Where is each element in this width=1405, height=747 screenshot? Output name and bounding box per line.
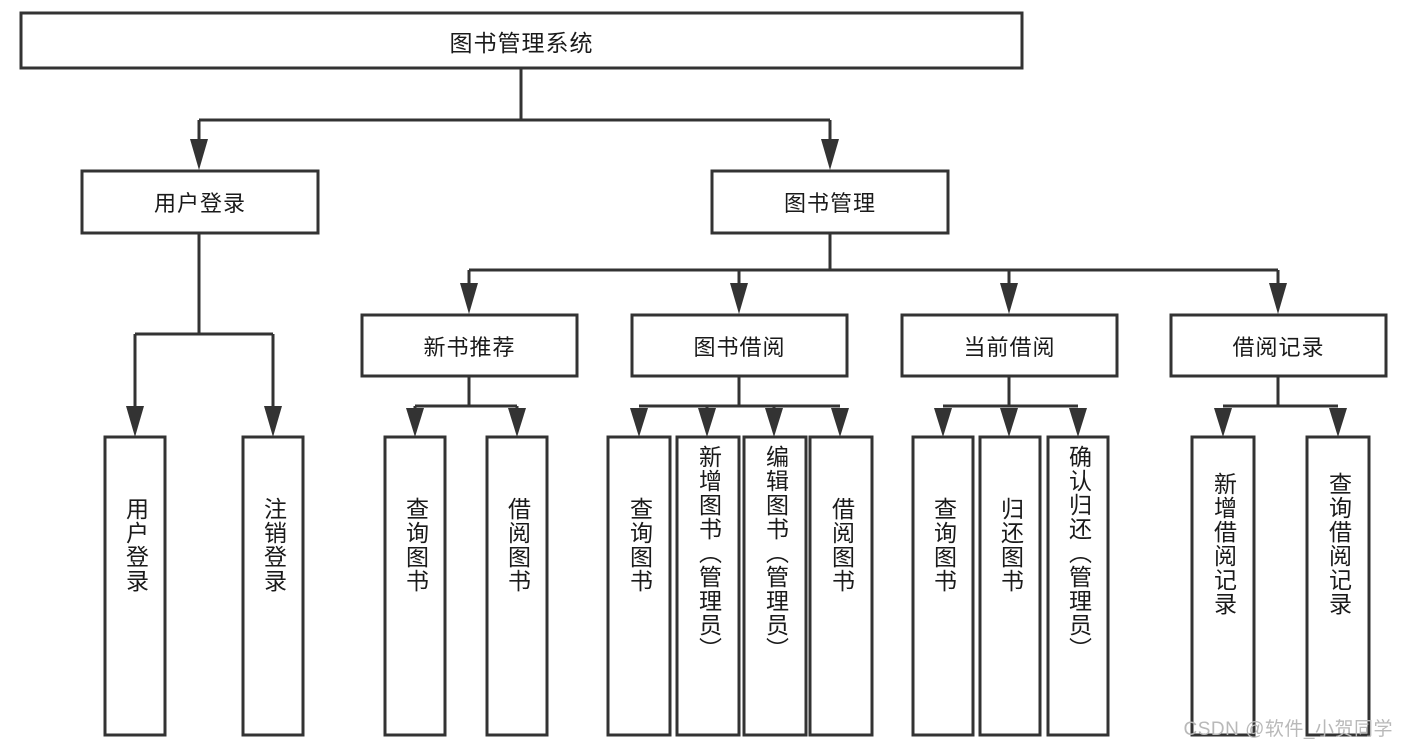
arrow-icon-root-to-bookmgmt [821,139,839,170]
arrow-icon-bookmgmt-newbook [460,283,478,314]
arrow-icon-current-leaf3 [1069,408,1087,437]
arrow-icon-borrow-leaf1 [630,408,648,437]
arrow-icon-userlogin-leaf2 [264,406,282,437]
node-user-login-box[interactable] [80,169,320,235]
arrow-icon-borrow-leaf2 [698,408,716,437]
arrow-icon-borrow-leaf4 [831,408,849,437]
arrow-icon-borrow-leaf3 [765,408,783,437]
node-new-book-recommend-box[interactable] [360,313,579,378]
leaf-box-query-book-borrow[interactable] [606,435,672,737]
arrow-icon-userlogin-leaf1 [126,406,144,437]
leaf-box-edit-book-admin[interactable] [742,435,808,737]
node-book-borrow-box[interactable] [630,313,849,378]
arrow-icon-record-leaf2 [1329,408,1347,437]
node-root-box[interactable] [19,11,1024,70]
leaf-box-borrow-book-recommend[interactable] [485,435,549,737]
leaf-box-confirm-return-admin[interactable] [1046,435,1110,737]
arrow-icon-record-leaf1 [1214,408,1232,437]
leaf-box-query-book-recommend[interactable] [383,435,447,737]
leaf-box-user-login[interactable] [103,435,167,737]
arrow-icon-bookmgmt-borrow [730,283,748,314]
node-book-management-box[interactable] [710,169,950,235]
leaf-box-logout[interactable] [241,435,305,737]
arrow-icon-bookmgmt-record [1269,283,1287,314]
arrow-icon-newbook-leaf1 [406,408,424,437]
leaf-box-add-book-admin[interactable] [675,435,741,737]
arrow-icon-bookmgmt-current [1000,283,1018,314]
arrow-icon-current-leaf1 [934,408,952,437]
arrow-icon-current-leaf2 [1000,408,1018,437]
leaf-box-query-book-current[interactable] [911,435,975,737]
arrow-icon-newbook-leaf2 [508,408,526,437]
leaf-box-borrow-book[interactable] [808,435,874,737]
node-borrow-record-box[interactable] [1169,313,1388,378]
arrow-icon-root-to-userlogin [190,139,208,170]
leaf-box-return-book[interactable] [978,435,1042,737]
leaf-box-query-borrow-record[interactable] [1305,435,1371,737]
leaf-box-add-borrow-record[interactable] [1190,435,1256,737]
node-current-borrow-box[interactable] [900,313,1119,378]
